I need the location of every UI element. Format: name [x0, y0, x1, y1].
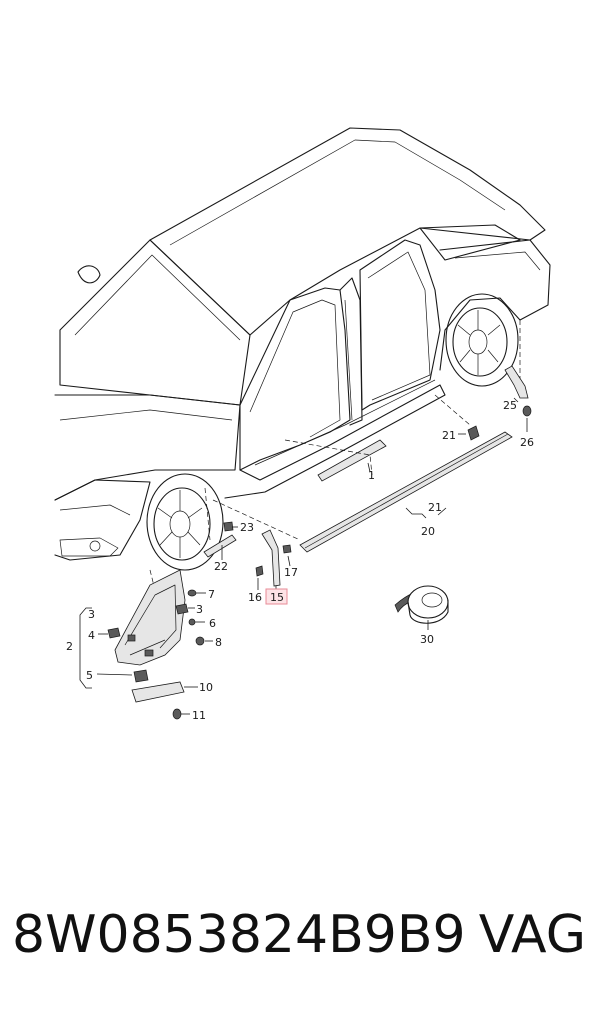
- label-16: 16: [248, 591, 262, 604]
- bracket-25-icon: [504, 365, 529, 399]
- label-30: 30: [420, 633, 434, 646]
- label-1: 1: [368, 469, 375, 482]
- bolt-7-icon: [187, 589, 197, 597]
- flap-10-icon: [131, 681, 185, 703]
- nut-8-icon: [195, 636, 205, 646]
- tape-roll-30: [394, 585, 449, 624]
- bolt-6-icon: [188, 618, 196, 626]
- part-labels: 1 2 3 3 4 5 6 7 8 10 11 15 16 17 20 21 2…: [66, 399, 534, 722]
- clip-3-icon: [175, 603, 189, 615]
- label-21b: 21: [442, 429, 456, 442]
- label-20: 20: [421, 525, 435, 538]
- label-3a: 3: [88, 608, 95, 621]
- label-15: 15: [270, 591, 284, 604]
- label-21a: 21: [428, 501, 442, 514]
- part-15-strip-icon: [261, 529, 281, 587]
- clip-5-icon: [133, 669, 149, 683]
- label-11: 11: [192, 709, 206, 722]
- label-23: 23: [240, 521, 254, 534]
- wheel-arch-liner-2: [114, 569, 186, 666]
- label-7: 7: [208, 588, 215, 601]
- screw-16-icon: [255, 565, 264, 577]
- bolt-26-icon: [522, 405, 532, 417]
- label-8: 8: [215, 636, 222, 649]
- bolt-11-icon: [172, 708, 182, 720]
- part-number-text: 8W0853824B9B9: [12, 905, 466, 965]
- label-17: 17: [284, 566, 298, 579]
- label-26: 26: [520, 436, 534, 449]
- clip-4-icon: [107, 627, 121, 639]
- caption-bar: 8W0853824B9B9 VAG: [0, 905, 600, 975]
- label-6: 6: [209, 617, 216, 630]
- label-25: 25: [503, 399, 517, 412]
- label-4: 4: [88, 629, 95, 642]
- clip-21-icon: [467, 425, 480, 441]
- label-3b: 3: [196, 603, 203, 616]
- clip-17-icon: [282, 544, 292, 554]
- highlight-box-15: [265, 588, 288, 605]
- side-skirt-20: [299, 431, 513, 553]
- label-10: 10: [199, 681, 213, 694]
- clip-23-icon: [223, 521, 234, 532]
- trim-22-icon: [203, 534, 237, 558]
- label-5: 5: [86, 669, 93, 682]
- label-22: 22: [214, 560, 228, 573]
- callout-lines: [79, 397, 528, 715]
- brand-text: VAG: [478, 905, 586, 965]
- label-2: 2: [66, 640, 73, 653]
- car-body-illustration: [54, 127, 551, 591]
